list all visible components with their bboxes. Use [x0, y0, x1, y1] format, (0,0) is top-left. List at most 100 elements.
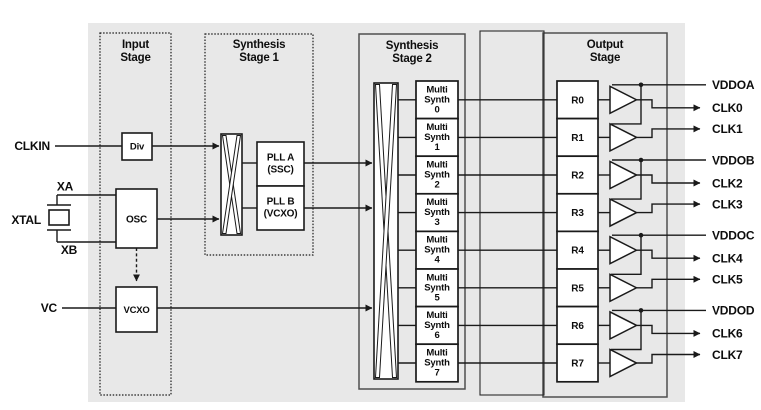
vddod-junction-dot [638, 308, 644, 313]
buffer-clk6 [609, 310, 639, 341]
xbar2-to-multisynth-wires [398, 99, 416, 364]
r-to-buffer-wires [598, 99, 610, 364]
vcxo-label: VCXO [123, 305, 149, 316]
r-divider-column [556, 80, 599, 383]
vddoa-junction-dot [638, 82, 644, 88]
svg-text:Synth: Synth [424, 245, 450, 256]
multisynth-3 [415, 192, 459, 233]
svg-text:Multi: Multi [426, 197, 447, 208]
synthesis-stage1-box [204, 33, 314, 256]
clk0-label: CLK0 [712, 101, 743, 115]
crossbar-switch-2 [373, 82, 399, 380]
output-stage-title2: Stage [590, 52, 620, 64]
svg-text:R2: R2 [571, 171, 584, 182]
vddoc-label: VDDOC [712, 229, 755, 243]
svg-text:R5: R5 [571, 283, 584, 294]
svg-text:R0: R0 [571, 95, 584, 106]
svg-text:R6: R6 [571, 321, 584, 332]
buffer-clk1 [609, 122, 639, 153]
multisynth-column [415, 80, 459, 383]
svg-text:Synth: Synth [424, 170, 450, 181]
svg-text:Synth: Synth [424, 132, 450, 143]
output-buffers [609, 85, 639, 378]
buffer-clk5 [609, 273, 639, 303]
vddoc-junction-dot [638, 232, 644, 238]
svg-text:4: 4 [434, 255, 440, 266]
buffer-clk2 [609, 160, 639, 190]
r2-block [556, 155, 599, 195]
clk2-label: CLK2 [712, 176, 743, 190]
pll-a-sublabel: (SSC) [267, 165, 293, 176]
vddob-label: VDDOB [712, 153, 755, 167]
crystal-icon [47, 204, 71, 231]
multisynth-1 [415, 117, 459, 158]
svg-text:Multi: Multi [426, 310, 447, 321]
synthesis-stage2-title2: Stage 2 [392, 53, 432, 65]
div-block [121, 132, 153, 161]
clk-output-wires [636, 99, 701, 364]
r5-block [556, 268, 599, 308]
multisynth-to-r-wires [458, 99, 557, 364]
clk3-label: CLK3 [712, 197, 743, 211]
svg-text:7: 7 [434, 368, 439, 379]
clkin-label: CLKIN [14, 139, 50, 153]
multisynth-5 [415, 268, 459, 308]
buffer-clk0 [609, 85, 639, 115]
input-wires [55, 142, 373, 312]
svg-text:Multi: Multi [426, 160, 447, 171]
synthesis-stage2-box [358, 33, 466, 390]
svg-text:R4: R4 [571, 246, 584, 257]
svg-text:Synth: Synth [424, 320, 450, 331]
xb-label: XB [61, 243, 78, 257]
vdd-nets [611, 82, 706, 351]
input-stage-title2: Stage [120, 52, 150, 64]
svg-text:1: 1 [434, 142, 440, 153]
svg-text:Synth: Synth [424, 282, 450, 293]
svg-text:Multi: Multi [426, 348, 447, 359]
synth1-wires [242, 159, 373, 212]
svg-text:Multi: Multi [426, 272, 447, 283]
r-divider-labels: R0 R1 R2 R3 R4 R5 R6 R7 [571, 95, 584, 369]
multisynth-labels: Multi Synth 0 Multi Synth 1 Multi Synth … [424, 84, 450, 378]
pll-b-label: PLL B [267, 197, 295, 208]
svg-text:5: 5 [434, 292, 440, 303]
pll-a-label: PLL A [267, 153, 294, 164]
svg-text:R3: R3 [571, 208, 584, 219]
crossbar-switch-1 [220, 133, 243, 236]
svg-text:R1: R1 [571, 133, 584, 144]
vddoa-label: VDDOA [712, 78, 755, 92]
pll-b-sublabel: (VCXO) [264, 209, 298, 220]
osc-label: OSC [126, 215, 147, 226]
vddod-label: VDDOD [712, 304, 755, 318]
multisynth-7 [415, 343, 459, 383]
xtal-label: XTAL [11, 213, 41, 227]
osc-block [115, 188, 158, 249]
buffer-clk7 [609, 348, 639, 378]
input-stage-box [99, 32, 172, 396]
r7-block [556, 343, 599, 383]
synthesis-stage1-title: Synthesis [233, 39, 286, 51]
svg-text:Synth: Synth [424, 358, 450, 369]
clk1-label: CLK1 [712, 122, 743, 136]
clk5-label: CLK5 [712, 273, 743, 287]
svg-text:0: 0 [434, 104, 439, 115]
output-stage-title: Output [587, 39, 624, 51]
svg-text:Synth: Synth [424, 207, 450, 218]
pll-b-block [256, 185, 305, 231]
svg-text:2: 2 [434, 180, 439, 191]
svg-text:Multi: Multi [426, 84, 447, 95]
svg-text:Synth: Synth [424, 94, 450, 105]
output-pin-labels: VDDOA CLK0 CLK1 VDDOB CLK2 CLK3 VDDOC CL… [712, 78, 755, 362]
multisynth-4 [415, 230, 459, 270]
svg-text:Multi: Multi [426, 235, 447, 246]
buffer-clk3 [609, 197, 639, 228]
output-stage-box [542, 32, 668, 398]
svg-text:3: 3 [434, 217, 439, 228]
input-stage-title: Input [122, 39, 149, 51]
svg-text:6: 6 [434, 330, 439, 341]
pll-a-block [256, 141, 305, 187]
synthesis-stage1-title2: Stage 1 [239, 52, 279, 64]
clk7-label: CLK7 [712, 348, 743, 362]
xa-label: XA [57, 180, 74, 194]
